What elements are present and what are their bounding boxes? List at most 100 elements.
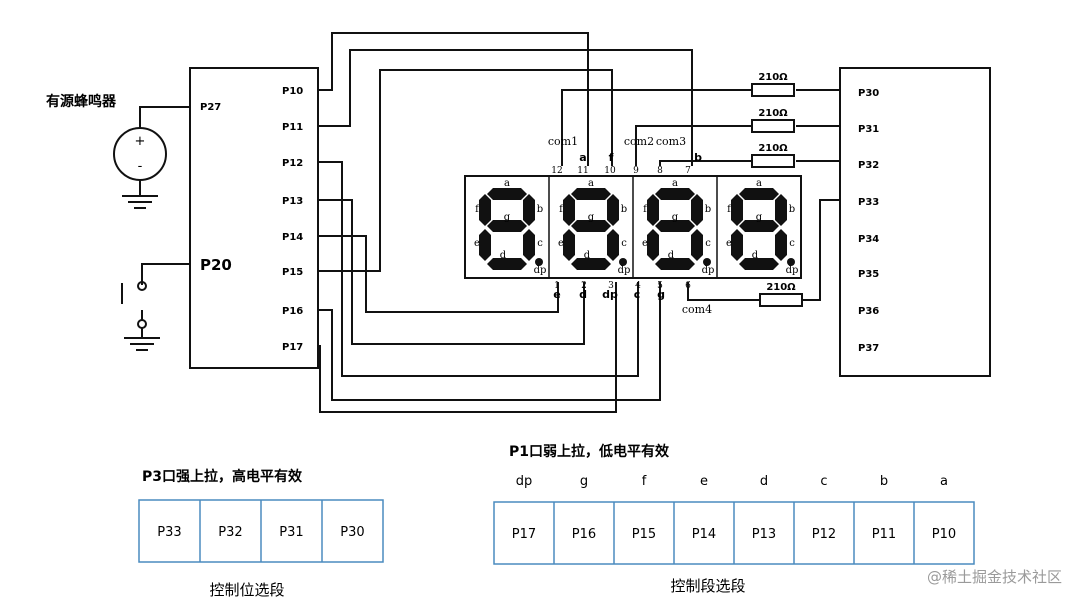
seg-label-f: f — [727, 204, 732, 215]
table-header: d — [760, 474, 768, 489]
segment — [523, 229, 535, 261]
segment — [571, 258, 611, 270]
seg-label-c: c — [789, 238, 795, 249]
seg-label-g: g — [672, 212, 679, 223]
table-header: g — [580, 474, 588, 489]
table-header: a — [940, 474, 948, 489]
segment — [523, 194, 535, 226]
decimal-point — [535, 258, 543, 266]
mcu-pin-p14: P14 — [282, 232, 303, 243]
resistor-icon — [751, 83, 795, 97]
segment — [563, 194, 575, 226]
segment — [479, 229, 491, 261]
p3-pin-p31: P31 — [858, 124, 879, 135]
p3-pin-p30: P30 — [858, 88, 879, 99]
pin-letter-d: d — [579, 288, 587, 301]
p1-table-caption: 控制段选段 — [670, 577, 745, 595]
p3-pin-p32: P32 — [858, 160, 879, 171]
table-cell: P11 — [872, 527, 896, 542]
seg-label-c: c — [705, 238, 711, 249]
display-pin-number: 5 — [657, 281, 663, 291]
decimal-point — [703, 258, 711, 266]
seg-label-e: e — [558, 238, 564, 249]
resistor-icon — [759, 293, 803, 307]
p3-pin-p34: P34 — [858, 234, 879, 245]
segment — [647, 229, 659, 261]
seg-label-dp: dp — [618, 265, 631, 276]
seg-label-d: d — [668, 250, 675, 261]
pin-letter-e: e — [553, 288, 560, 301]
table-cell: P12 — [812, 527, 836, 542]
mcu-pin-p17: P17 — [282, 342, 303, 353]
seg-label-d: d — [500, 250, 507, 261]
seg-label-b: b — [537, 204, 543, 215]
p3-pin-p37: P37 — [858, 343, 879, 354]
display-pin-number: 4 — [635, 281, 641, 291]
display-pin-number: 7 — [685, 166, 691, 176]
seg-label-a: a — [588, 178, 594, 189]
p3-pin-p33: P33 — [858, 197, 879, 208]
p3-table-caption: 控制位选段 — [209, 581, 284, 599]
mcu-pin-p20: P20 — [200, 256, 232, 274]
display-pin-number: 6 — [685, 281, 691, 291]
resistor-icon — [751, 119, 795, 133]
pin-letter-g: g — [657, 288, 665, 301]
p3-pin-p36: P36 — [858, 306, 879, 317]
table-cell: P31 — [279, 525, 303, 540]
resistor-icon — [751, 154, 795, 168]
seg-label-d: d — [584, 250, 591, 261]
seg-label-e: e — [642, 238, 648, 249]
table-cell: P10 — [932, 527, 956, 542]
seg-label-f: f — [643, 204, 648, 215]
seg-label-dp: dp — [534, 265, 547, 276]
display-pin-number: 8 — [657, 166, 663, 176]
seg-label-a: a — [504, 178, 510, 189]
segment — [607, 194, 619, 226]
segment — [655, 258, 695, 270]
resistor-value: 210Ω — [758, 143, 788, 154]
seg-label-c: c — [537, 238, 543, 249]
pin-letter-a: a — [579, 151, 586, 164]
table-cell: P32 — [218, 525, 242, 540]
segment — [775, 194, 787, 226]
display-pin-number: 1 — [554, 281, 560, 291]
switch-contact-bottom — [137, 319, 147, 329]
segment — [731, 229, 743, 261]
pin-letter-b: b — [694, 151, 702, 164]
seg-label-f: f — [475, 204, 480, 215]
p3-block — [839, 67, 991, 377]
seg-label-c: c — [621, 238, 627, 249]
segment — [487, 258, 527, 270]
display-pin-number: 11 — [577, 166, 588, 176]
com2-label: com2 — [624, 135, 654, 148]
segment — [487, 220, 527, 232]
seg-label-b: b — [621, 204, 627, 215]
p1-table-title: P1口弱上拉，低电平有效 — [509, 443, 670, 460]
display-pin-number: 10 — [604, 166, 616, 176]
segment — [691, 229, 703, 261]
com3-label: com3 — [656, 135, 686, 148]
display-pin-number: 2 — [581, 281, 587, 291]
seg-label-b: b — [789, 204, 795, 215]
table-cell: P14 — [692, 527, 716, 542]
p3-table-title: P3口强上拉，高电平有效 — [142, 468, 303, 485]
segment — [739, 258, 779, 270]
segment — [731, 194, 743, 226]
table-cell: P33 — [157, 525, 181, 540]
display-pin-number: 3 — [608, 281, 614, 291]
segment — [563, 229, 575, 261]
seg-label-dp: dp — [786, 265, 799, 276]
mcu-pin-p11: P11 — [282, 122, 303, 133]
segment — [691, 194, 703, 226]
seg-label-d: d — [752, 250, 759, 261]
